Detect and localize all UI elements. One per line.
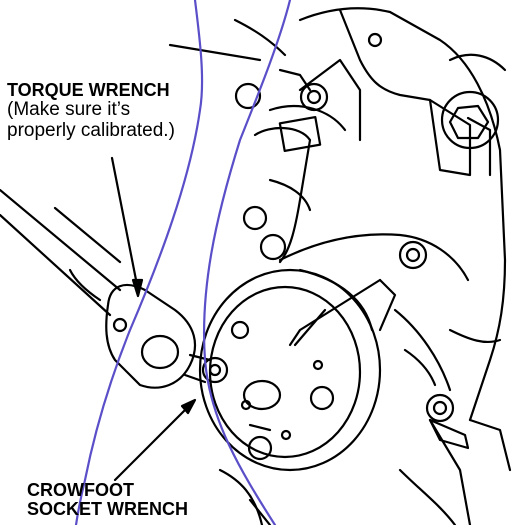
torque-wrench-label: TORQUE WRENCH (Make sure it’s properly c… bbox=[7, 80, 175, 141]
crowfoot-label-line2: SOCKET WRENCH bbox=[27, 499, 188, 520]
hex-socket bbox=[367, 32, 500, 150]
leader-lines bbox=[110, 156, 197, 482]
pen-marks bbox=[74, 0, 292, 525]
pulley-flange bbox=[198, 268, 397, 472]
torque-wrench bbox=[0, 188, 229, 389]
engine-block bbox=[218, 7, 512, 525]
engine-bracket bbox=[168, 18, 322, 212]
torque-wrench-title: TORQUE WRENCH bbox=[7, 80, 170, 100]
torque-wrench-note-line2: properly calibrated.) bbox=[7, 119, 175, 141]
torque-wrench-note-line1: (Make sure it’s bbox=[7, 99, 131, 121]
bolt-heads bbox=[234, 82, 455, 423]
lower-pipe bbox=[393, 308, 470, 450]
crowfoot-label-line1: CROWFOOT bbox=[27, 480, 134, 500]
crowfoot-socket-wrench-label: CROWFOOT SOCKET WRENCH bbox=[27, 480, 188, 520]
